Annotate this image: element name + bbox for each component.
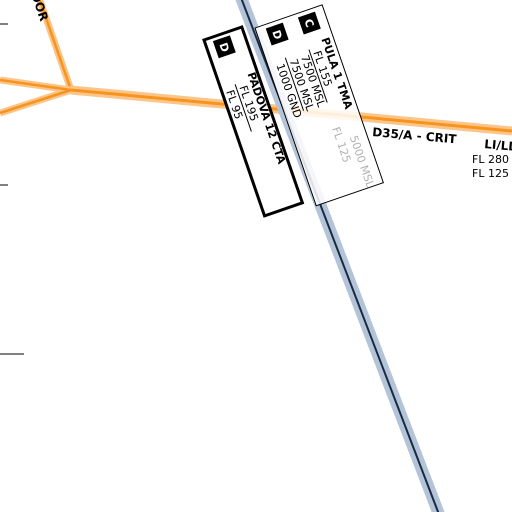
pula-limit-divider	[284, 57, 305, 111]
area-upper-limit: FL 280	[472, 153, 509, 166]
pula-class-badge-top	[297, 11, 321, 35]
padova-class-letter: D	[216, 41, 231, 54]
boundary-line-top-left-core	[38, 0, 73, 91]
area-code-label[interactable]: LI/LD	[484, 137, 512, 154]
corridor-label: OOR	[28, 0, 51, 23]
pula-class-badge-bottom	[265, 22, 289, 46]
padova-limit-divider	[234, 84, 252, 132]
pula-airspace-box[interactable]: C D PULA 1 TMA FL 155 7500 MSL 7500 MSL …	[254, 4, 384, 207]
pula-box-border	[254, 4, 384, 207]
padova-airspace-box[interactable]: D PADOVA 12 CTA FL 195 FL 95	[202, 25, 305, 218]
pula-class-letter-top: C	[301, 17, 316, 29]
pula-class-letter-bottom: D	[269, 28, 284, 41]
padova-class-badge	[212, 35, 236, 59]
pula-limit-divider	[308, 49, 328, 103]
area-lower-limit: FL 125	[472, 167, 509, 180]
tick-marks	[0, 23, 24, 355]
padova-box-border	[202, 25, 305, 218]
